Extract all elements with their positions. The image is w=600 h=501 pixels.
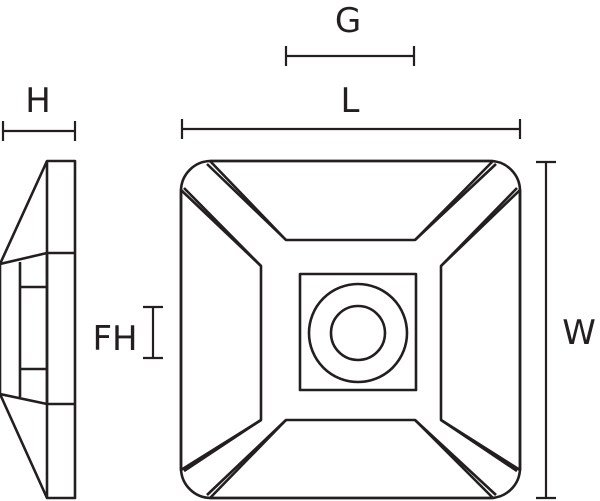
label-h: H (25, 81, 51, 121)
screw-hole-outer (307, 282, 409, 384)
dimension-l: L (180, 81, 522, 139)
mount-outline (179, 159, 522, 500)
label-g: G (335, 1, 361, 41)
top-pad (208, 159, 495, 242)
dimension-g: G (284, 1, 416, 66)
screw-hole-inner (329, 304, 387, 362)
dimension-fh: FH (92, 305, 163, 360)
side-view (0, 159, 77, 500)
label-fh: FH (92, 319, 137, 359)
dimension-w: W (536, 160, 596, 500)
dimension-h: H (1, 81, 77, 141)
label-l: L (341, 81, 360, 121)
center-boss (298, 272, 418, 392)
top-view (179, 159, 522, 500)
bottom-pad (208, 418, 495, 500)
label-w: W (562, 313, 596, 353)
